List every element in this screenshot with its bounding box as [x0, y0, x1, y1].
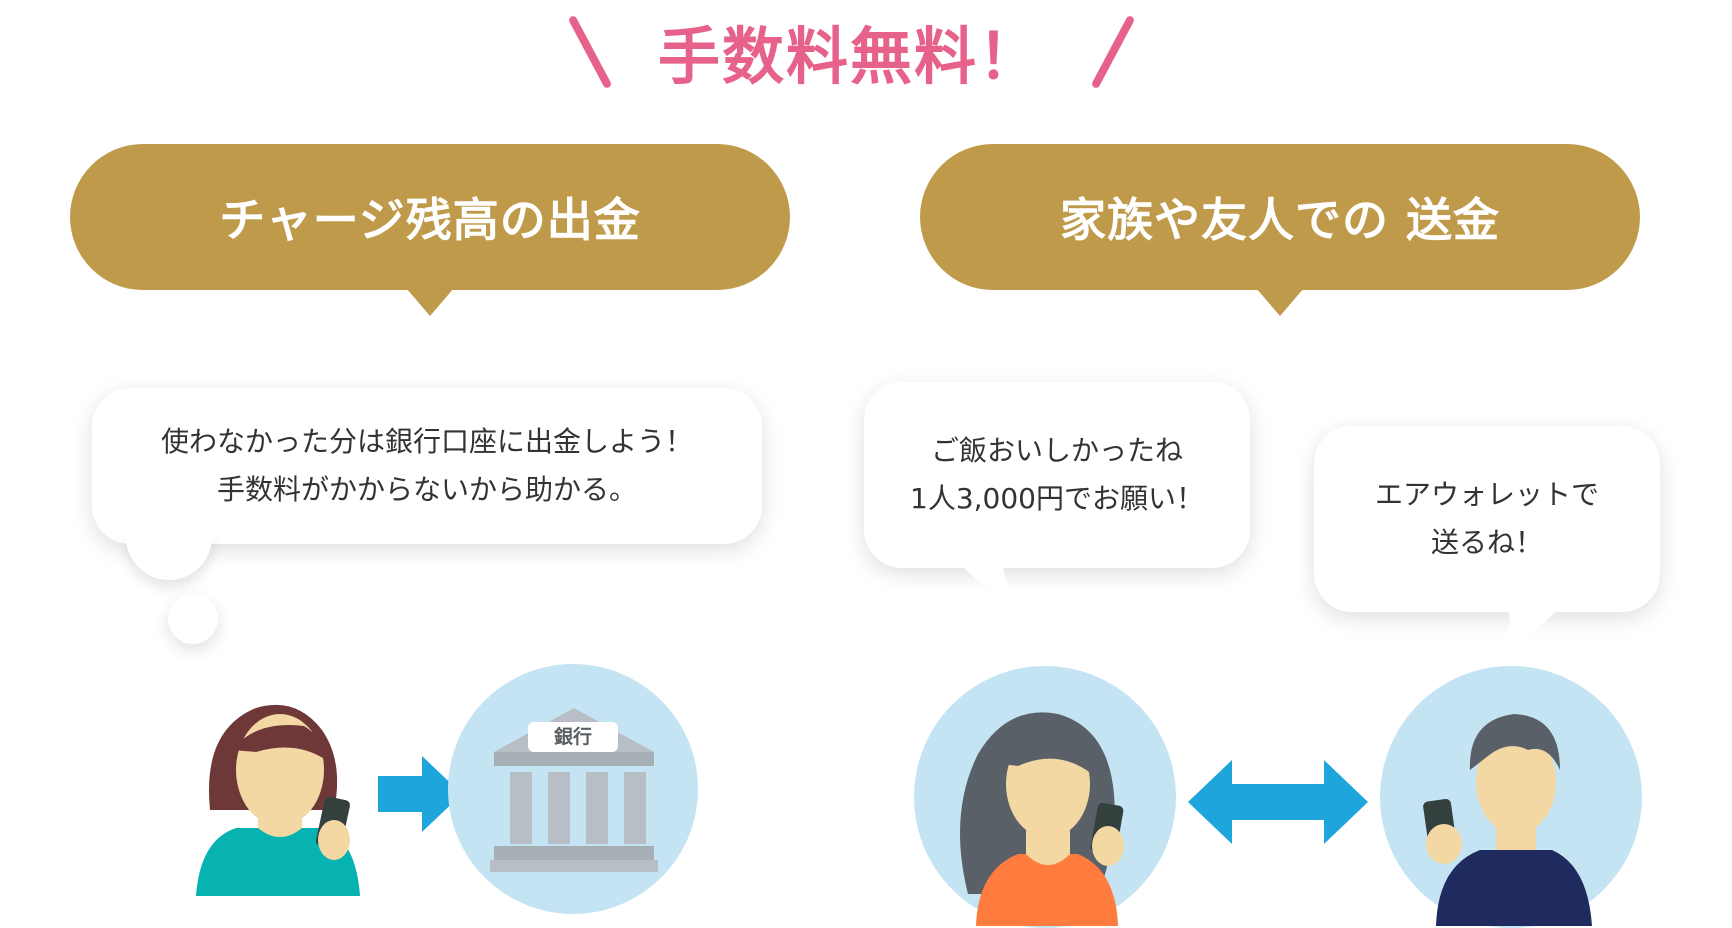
bubble-a-line-2: 1人3,000円でお願い！	[910, 482, 1204, 515]
headline: 手数料無料！	[657, 20, 1042, 93]
bank-circle	[448, 664, 698, 914]
arrow-right-icon	[378, 756, 462, 832]
left-bubble-line-1: 使わなかった分は銀行口座に出金しよう！	[160, 425, 693, 458]
double-arrow-icon	[1188, 760, 1368, 844]
right-title-pill: 家族や友人での 送金	[920, 144, 1640, 316]
left-thought-bubble: 使わなかった分は銀行口座に出金しよう！ 手数料がかからないから助かる。	[92, 388, 762, 544]
left-bubble-line-2: 手数料がかからないから助かる。	[216, 473, 637, 506]
bubble-b-line-1: エアウォレットで	[1374, 478, 1599, 511]
bubble-b-tail-icon	[1500, 606, 1560, 644]
left-title-pill: チャージ残高の出金	[70, 144, 790, 316]
right-bubble-b: エアウォレットで 送るね！	[1314, 426, 1660, 612]
man-icon	[1423, 714, 1592, 926]
woman-icon	[196, 704, 360, 896]
bubble-a-tail-icon	[950, 560, 1018, 598]
right-bubble-a: ご飯おいしかったね 1人3,000円でお願い！	[864, 382, 1250, 568]
thought-dot-icon	[168, 594, 218, 644]
bubble-b-line-2: 送るね！	[1430, 526, 1543, 559]
left-title: チャージ残高の出金	[219, 193, 641, 247]
right-title: 家族や友人での 送金	[1059, 193, 1500, 247]
bank-sign: 銀行	[528, 722, 618, 752]
bubble-a-line-1: ご飯おいしかったね	[930, 434, 1183, 467]
thought-bubble-tail	[126, 532, 212, 580]
woman-long-hair-icon	[960, 712, 1124, 926]
